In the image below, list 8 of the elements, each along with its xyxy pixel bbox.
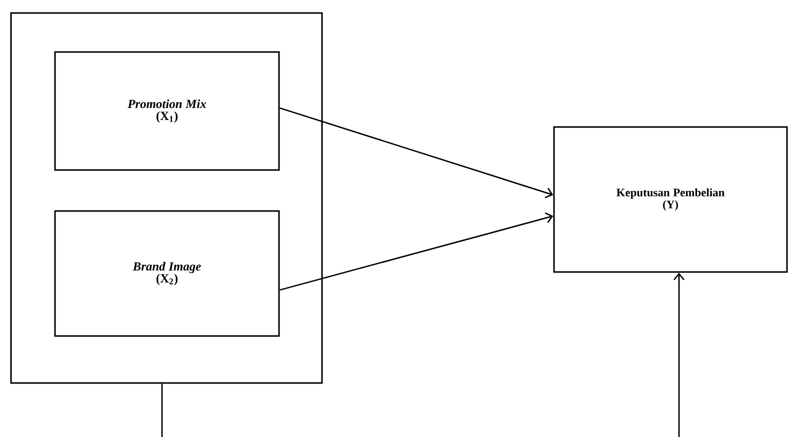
group-box <box>10 12 323 384</box>
arrow <box>280 107 554 198</box>
arrow <box>280 212 554 291</box>
variable-box: Brand Image (X$_{2}$) <box>54 210 280 337</box>
variable-box: Promotion Mix (X$_{1}$) <box>54 51 280 171</box>
variable-box: Keputusan Pembelian (Y) <box>553 126 788 273</box>
connector-line <box>161 384 163 437</box>
arrow <box>673 272 685 437</box>
